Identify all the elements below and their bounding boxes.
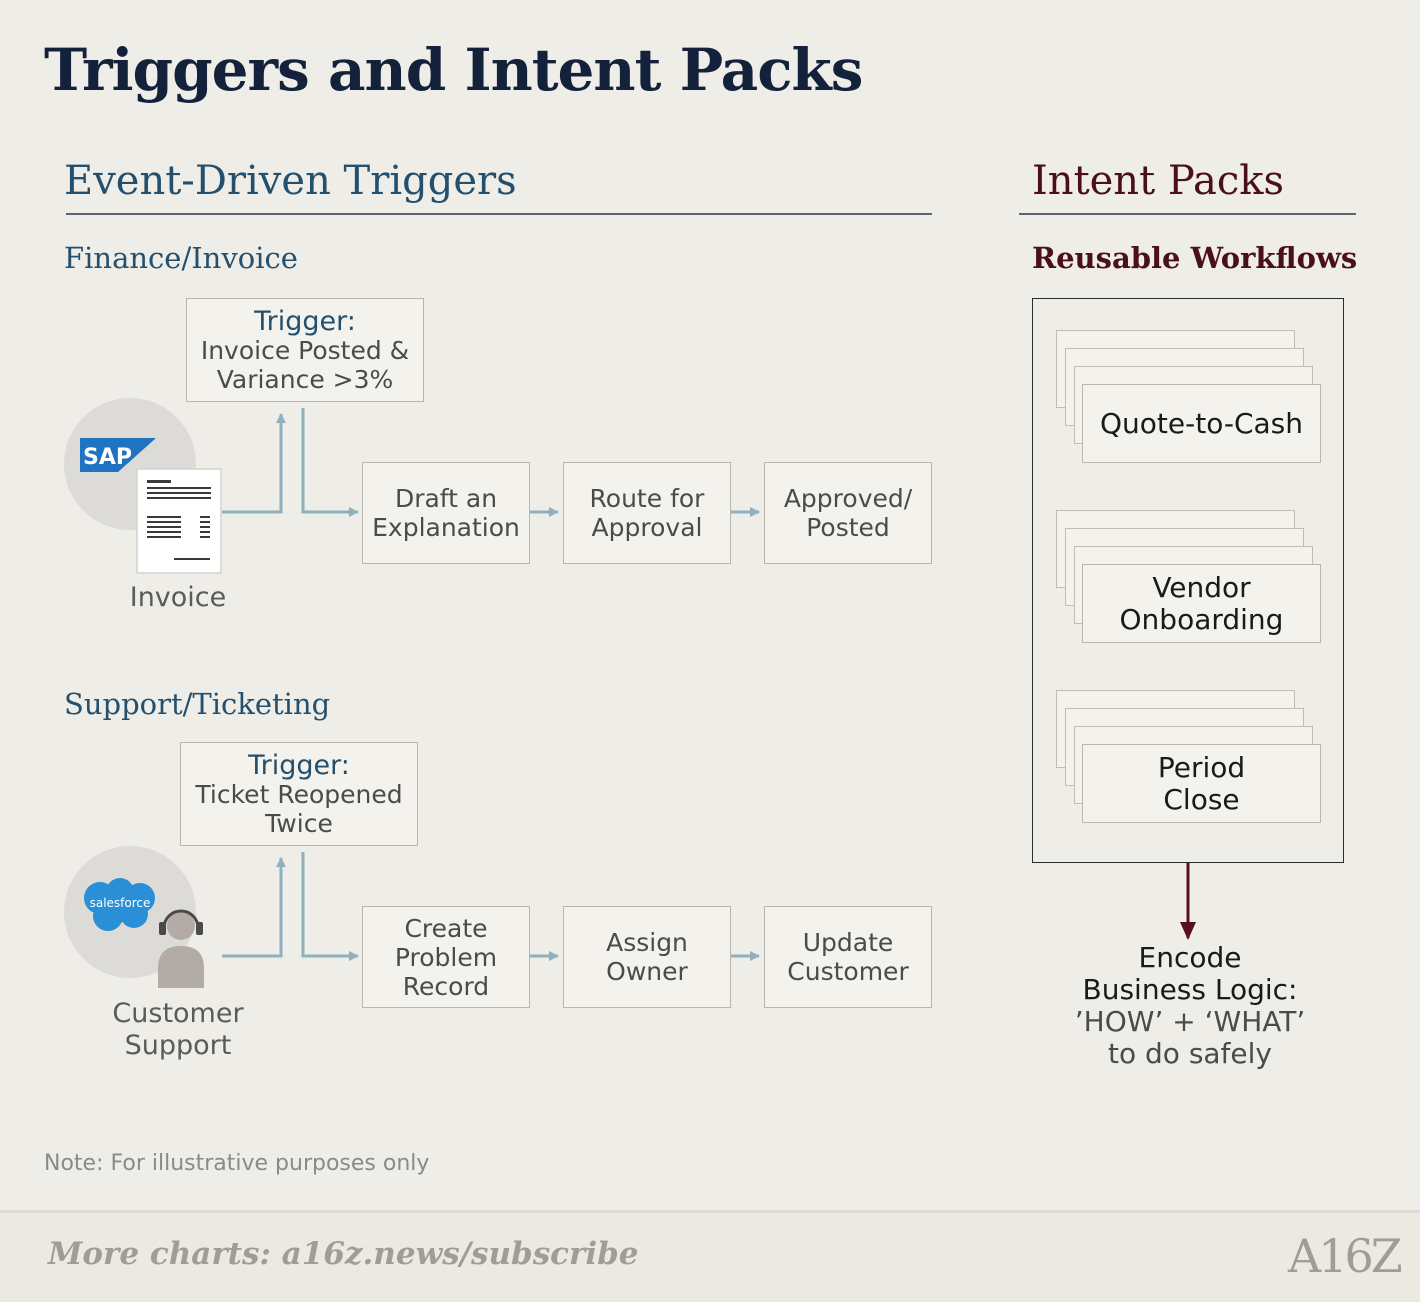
outcome-line: to do safely [1108,1037,1272,1070]
subscribe-link[interactable]: More charts: a16z.news/subscribe [48,1236,639,1272]
svg-text:A16Z: A16Z [1287,1229,1402,1283]
intent-packs-divider [1019,213,1356,215]
finance-trigger-to-step-arrow [301,408,359,517]
support-source-label-line: Support [124,1030,232,1061]
support-trigger-line: Twice [265,808,333,838]
event-driven-divider [66,213,932,215]
support-trigger-to-step-arrow [301,852,359,961]
encode-business-logic-text: Encode Business Logic: ’HOW’ + ‘WHAT’ to… [1070,942,1310,1070]
finance-step-draft-explanation: Draft an Explanation [362,462,530,564]
support-source-to-trigger-arrow [222,857,286,958]
finance-step-route-approval: Route for Approval [563,462,731,564]
intent-pack-label: Close [1163,782,1240,816]
support-trigger-line: Ticket Reopened [195,779,403,809]
support-step-create-problem-record: Create Problem Record [362,906,530,1008]
support-source-label: Customer Support [98,998,258,1062]
support-step-update-customer: Update Customer [764,906,932,1008]
support-step-line: Assign [606,928,688,957]
support-agent-headset-icon [158,909,204,988]
intent-pack-label: Period [1157,750,1246,784]
event-driven-heading: Event-Driven Triggers [64,158,517,204]
invoice-document-icon [136,468,222,574]
finance-step-line: Posted [806,513,890,542]
finance-step-approved-posted: Approved/ Posted [764,462,932,564]
finance-section-label: Finance/Invoice [64,241,298,275]
support-step-line: Problem [394,942,498,972]
support-step-line: Create [404,913,488,943]
sap-logo-icon: SAP [80,438,156,472]
support-step-assign-owner: Assign Owner [563,906,731,1008]
intent-pack-period-close: Period Close [1082,744,1321,823]
support-trigger-box: Trigger: Ticket Reopened Twice [180,742,418,846]
salesforce-cloud-icon: salesforce [84,878,155,931]
support-step-line: Customer [787,957,909,986]
outcome-line: ’HOW’ + ‘WHAT’ [1074,1005,1306,1038]
finance-trigger-title: Trigger: [254,305,356,337]
reusable-workflows-label: Reusable Workflows [1032,241,1358,275]
intent-pack-quote-to-cash: Quote-to-Cash [1082,384,1321,463]
finance-step-line: Route for [589,484,705,513]
outcome-line: Business Logic: [1082,973,1298,1006]
intent-packs-container [1032,298,1344,863]
intent-pack-label: Onboarding [1119,602,1284,636]
finance-trigger-line: Variance >3% [216,364,394,394]
finance-step-line: Explanation [372,513,520,542]
finance-trigger-box: Trigger: Invoice Posted & Variance >3% [186,298,424,402]
outcome-line: Encode [1138,941,1242,974]
finance-trigger-line: Invoice Posted & [200,335,410,365]
svg-text:SAP: SAP [83,445,132,470]
finance-step-line: Draft an [394,484,498,513]
illustrative-note: Note: For illustrative purposes only [44,1151,430,1176]
intent-pack-label: Quote-to-Cash [1100,406,1303,440]
finance-step-line: Approval [591,513,703,542]
support-step-line: Update [802,928,894,957]
support-trigger-title: Trigger: [248,749,350,781]
support-section-label: Support/Ticketing [64,687,331,721]
a16z-logo-icon: A16Z [1287,1229,1405,1283]
svg-text:salesforce: salesforce [90,896,151,910]
intent-pack-label: Vendor [1152,570,1251,604]
finance-source-label: Invoice [129,582,227,613]
page-title: Triggers and Intent Packs [44,36,863,104]
support-step-line: Record [402,971,490,1001]
support-source-label-line: Customer [112,998,244,1029]
finance-source-to-trigger-arrow [222,413,286,514]
finance-step-line: Approved/ [783,484,913,513]
support-step-line: Owner [606,957,688,986]
intent-packs-heading: Intent Packs [1032,158,1284,204]
footer-band [0,1210,1420,1302]
intent-pack-vendor-onboarding: Vendor Onboarding [1082,564,1321,643]
